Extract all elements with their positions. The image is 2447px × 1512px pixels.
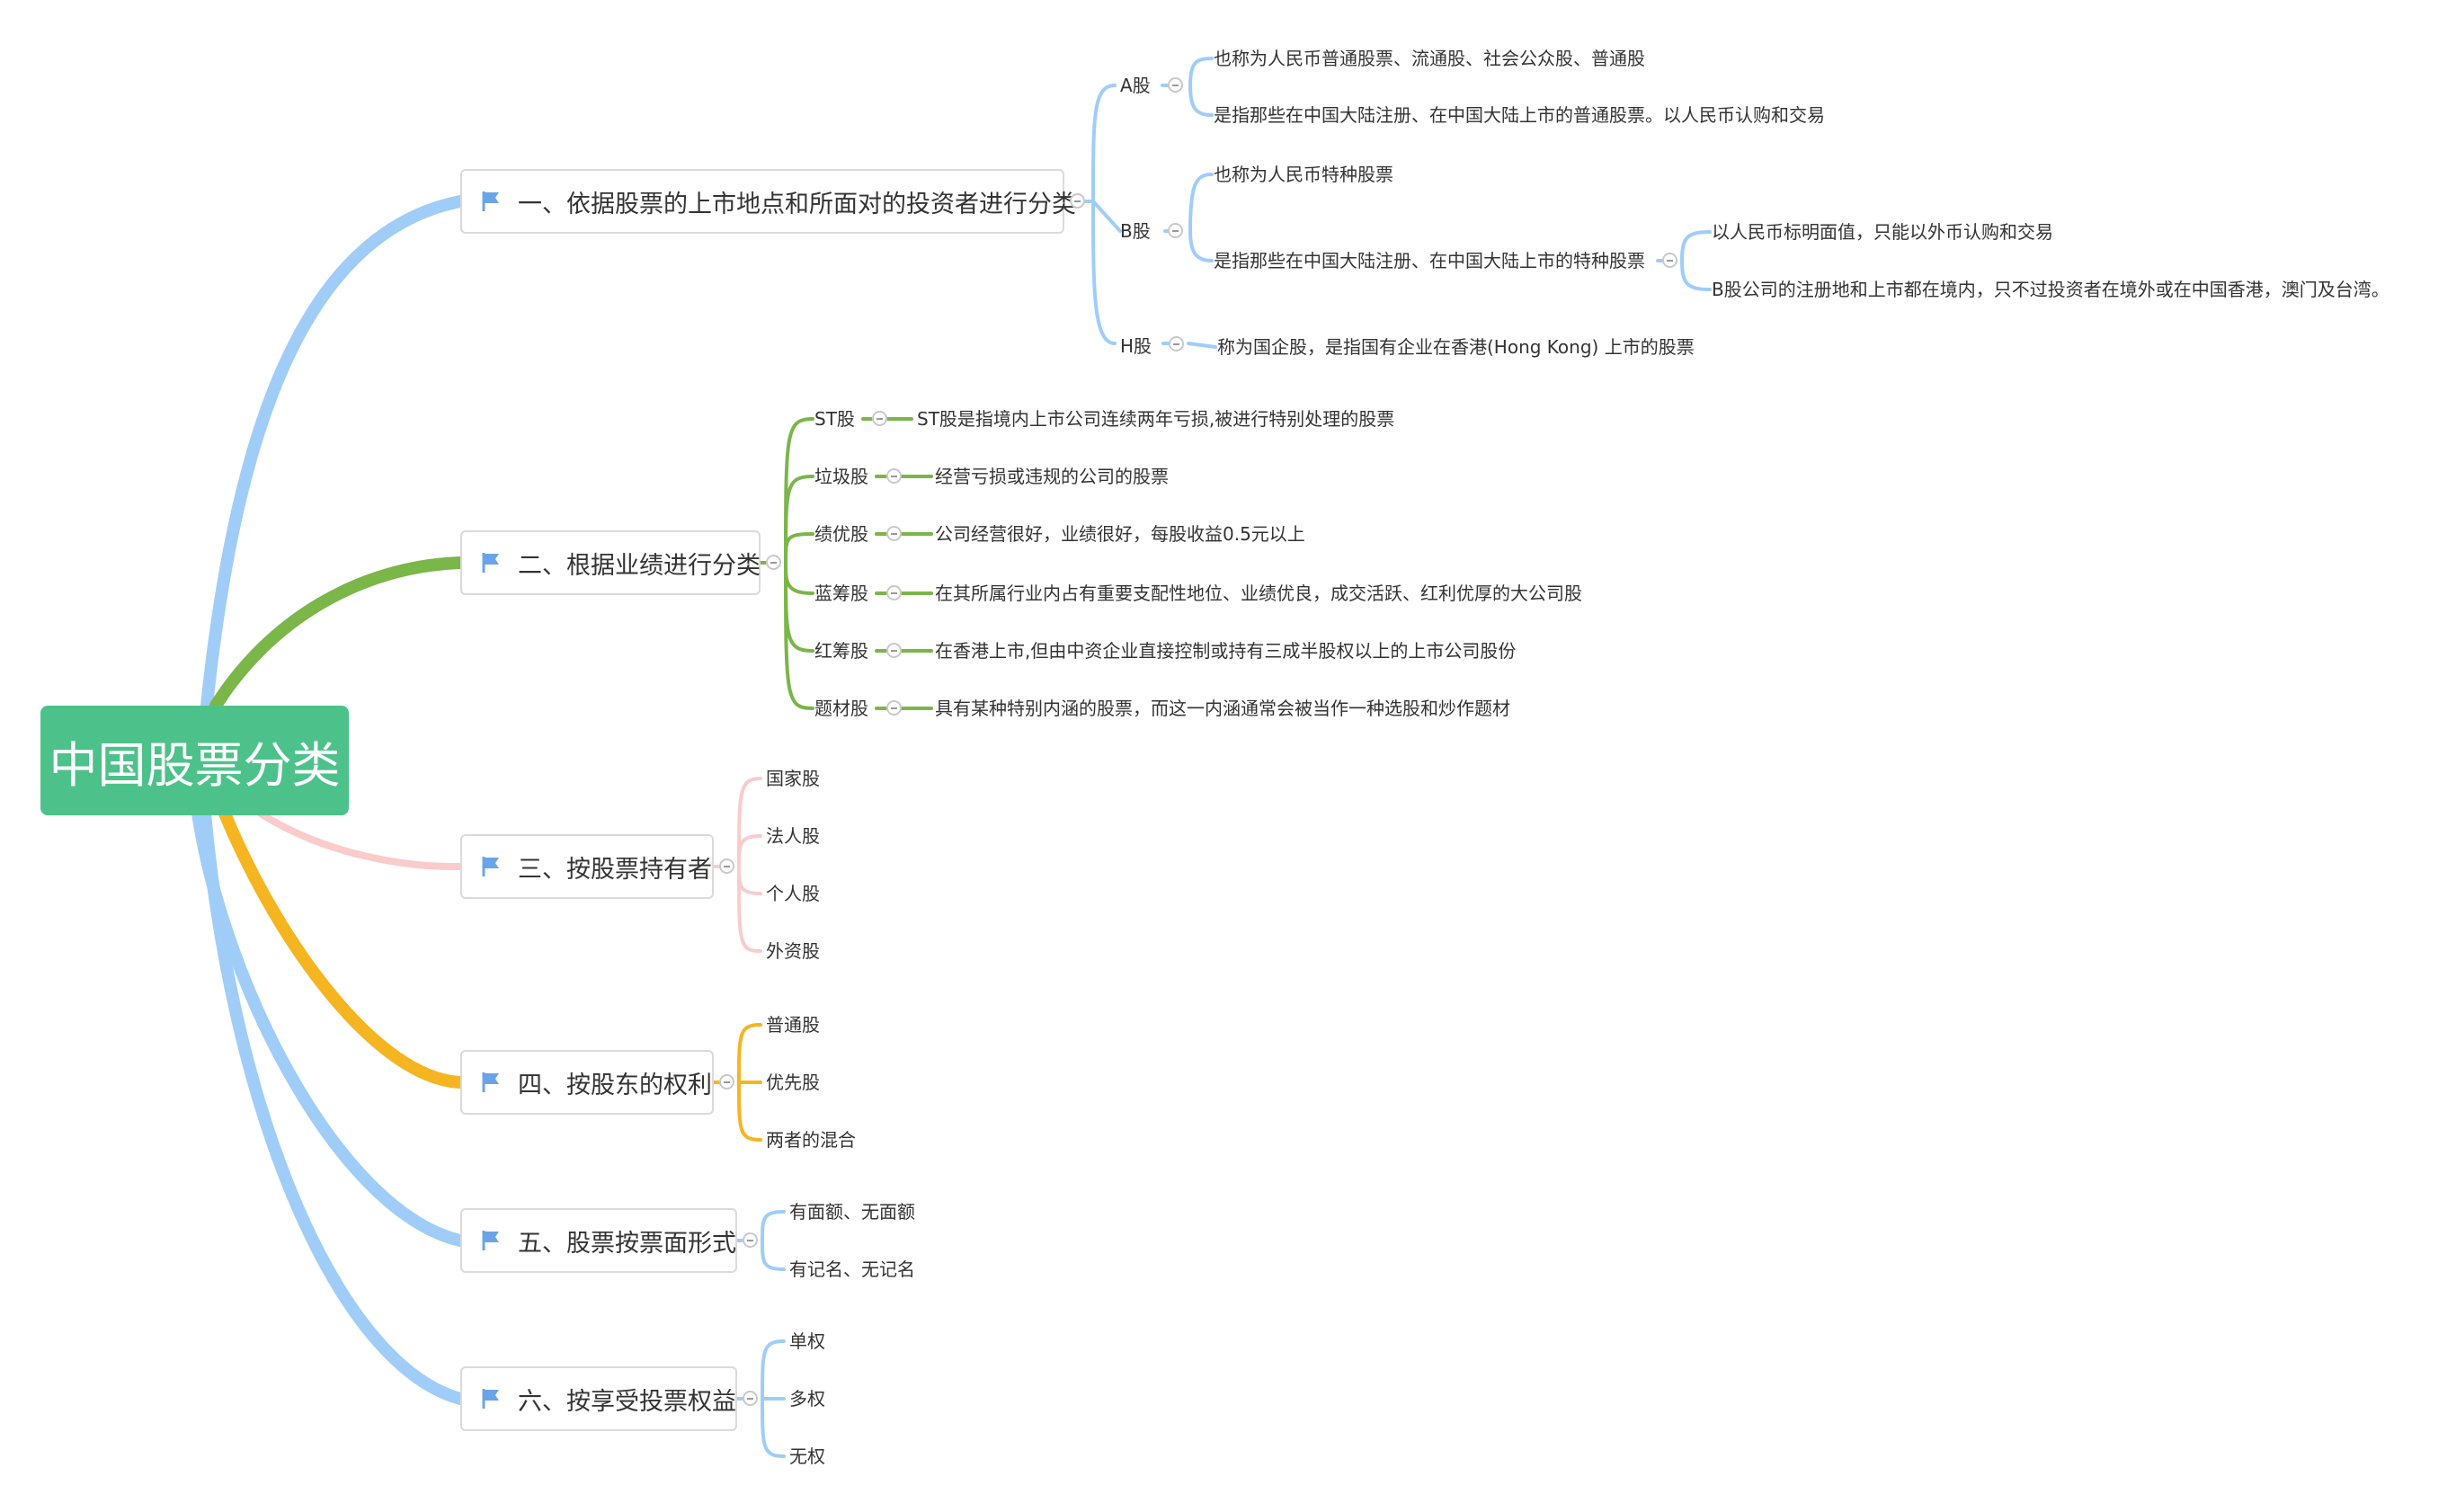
topic-label: 三、按股票持有者 [518, 855, 712, 884]
b-share-desc-1[interactable]: 也称为人民币特种股票 [1214, 164, 1393, 185]
a-share-desc-1[interactable]: 也称为人民币普通股票、流通股、社会公众股、普通股 [1214, 48, 1645, 69]
root-topic[interactable]: 中国股票分类 [40, 706, 349, 815]
subtopic-b-share[interactable]: B股 [1120, 220, 1151, 242]
branch-line-2 [209, 556, 467, 712]
collapse-minus-icon[interactable] [1168, 77, 1183, 93]
collapse-minus-icon[interactable] [743, 1232, 758, 1248]
rights-item[interactable]: 优先股 [766, 1072, 820, 1093]
theme-stock[interactable]: 题材股 [814, 698, 868, 719]
blue-chip-stock[interactable]: 蓝筹股 [814, 583, 868, 604]
collapse-minus-icon[interactable] [1070, 193, 1085, 209]
a-share-desc-2[interactable]: 是指那些在中国大陆注册、在中国大陆上市的普通股票。以人民币认购和交易 [1214, 104, 1825, 126]
collapse-minus-icon[interactable] [719, 1074, 734, 1090]
face-form-item[interactable]: 有面额、无面额 [789, 1201, 915, 1223]
flag-icon [482, 1231, 499, 1250]
holder-item[interactable]: 法人股 [766, 825, 820, 847]
rights-item[interactable]: 两者的混合 [766, 1129, 856, 1151]
collapse-minus-icon[interactable] [1169, 336, 1184, 351]
performance-stock-desc[interactable]: 公司经营很好，业绩很好，每股收益0.5元以上 [935, 523, 1305, 545]
topic-voting-rights[interactable]: 六、按享受投票权益 [460, 1366, 737, 1431]
collapse-minus-icon[interactable] [743, 1391, 758, 1406]
collapse-minus-icon[interactable] [719, 858, 734, 874]
flag-icon [482, 1072, 499, 1092]
voting-item[interactable]: 多权 [789, 1388, 825, 1410]
collapse-minus-icon[interactable] [872, 411, 887, 426]
collapse-minus-icon[interactable] [766, 555, 781, 570]
topic-listing-location[interactable]: 一、依据股票的上市地点和所面对的投资者进行分类 [460, 169, 1076, 234]
junk-stock-desc[interactable]: 经营亏损或违规的公司的股票 [935, 466, 1169, 487]
holder-item[interactable]: 个人股 [766, 883, 820, 904]
st-stock[interactable]: ST股 [814, 408, 855, 430]
flag-icon [482, 191, 499, 211]
red-chip-desc[interactable]: 在香港上市,但由中资企业直接控制或持有三成半股权以上的上市公司股份 [935, 640, 1517, 662]
blue-performance-stock[interactable]: 绩优股 [814, 523, 868, 545]
collapse-minus-icon[interactable] [1662, 253, 1677, 268]
collapse-minus-icon[interactable] [886, 468, 902, 484]
b-share-desc-2-sub-1[interactable]: 以人民币标明面值，只能以外币认购和交易 [1712, 221, 2053, 243]
voting-item[interactable]: 无权 [789, 1445, 825, 1467]
subtopic-h-share[interactable]: H股 [1120, 335, 1152, 357]
subtopic-a-share[interactable]: A股 [1120, 75, 1151, 96]
topic-performance[interactable]: 二、根据业绩进行分类 [460, 530, 761, 595]
collapse-minus-icon[interactable] [886, 643, 902, 658]
topic-face-form[interactable]: 五、股票按票面形式 [460, 1208, 737, 1273]
h-share-desc[interactable]: 称为国企股，是指国有企业在香港(Hong Kong) 上市的股票 [1217, 336, 1695, 358]
rights-item[interactable]: 普通股 [766, 1014, 820, 1036]
holder-item[interactable]: 国家股 [766, 768, 820, 789]
flag-icon [482, 1389, 499, 1409]
flag-icon [482, 553, 499, 573]
blue-chip-desc[interactable]: 在其所属行业内占有重要支配性地位、业绩优良，成交活跃、红利优厚的大公司股 [935, 583, 1582, 604]
collapse-minus-icon[interactable] [1168, 223, 1183, 238]
collapse-minus-icon[interactable] [886, 700, 902, 716]
collapse-minus-icon[interactable] [886, 526, 902, 541]
holder-item[interactable]: 外资股 [766, 940, 820, 962]
topic-holder[interactable]: 三、按股票持有者 [460, 834, 714, 899]
junk-stock[interactable]: 垃圾股 [814, 466, 868, 487]
topic-label: 一、依据股票的上市地点和所面对的投资者进行分类 [518, 190, 1076, 218]
branch-line-4 [218, 807, 467, 1089]
flag-icon [482, 857, 499, 876]
collapse-minus-icon[interactable] [886, 585, 902, 600]
voting-item[interactable]: 单权 [789, 1330, 825, 1352]
b-share-desc-2-sub-2[interactable]: B股公司的注册地和上市都在境内，只不过投资者在境外或在中国香港，澳门及台湾。 [1712, 279, 2389, 300]
branch-line-3 [257, 810, 464, 871]
topic-label: 六、按享受投票权益 [518, 1387, 736, 1416]
b-share-desc-2[interactable]: 是指那些在中国大陆注册、在中国大陆上市的特种股票 [1214, 250, 1645, 271]
red-chip-stock[interactable]: 红筹股 [814, 640, 868, 662]
topic-shareholder-rights[interactable]: 四、按股东的权利 [460, 1050, 714, 1115]
branch-line-6 [199, 807, 467, 1405]
st-stock-desc[interactable]: ST股是指境内上市公司连续两年亏损,被进行特别处理的股票 [917, 408, 1395, 430]
topic-label: 二、根据业绩进行分类 [518, 551, 761, 580]
face-form-item[interactable]: 有记名、无记名 [789, 1259, 915, 1280]
topic-label: 五、股票按票面形式 [518, 1229, 736, 1258]
topic-label: 四、按股东的权利 [518, 1071, 712, 1099]
branch-line-1 [200, 195, 467, 712]
theme-stock-desc[interactable]: 具有某种特别内涵的股票，而这一内涵通常会被当作一种选股和炒作题材 [935, 698, 1510, 719]
